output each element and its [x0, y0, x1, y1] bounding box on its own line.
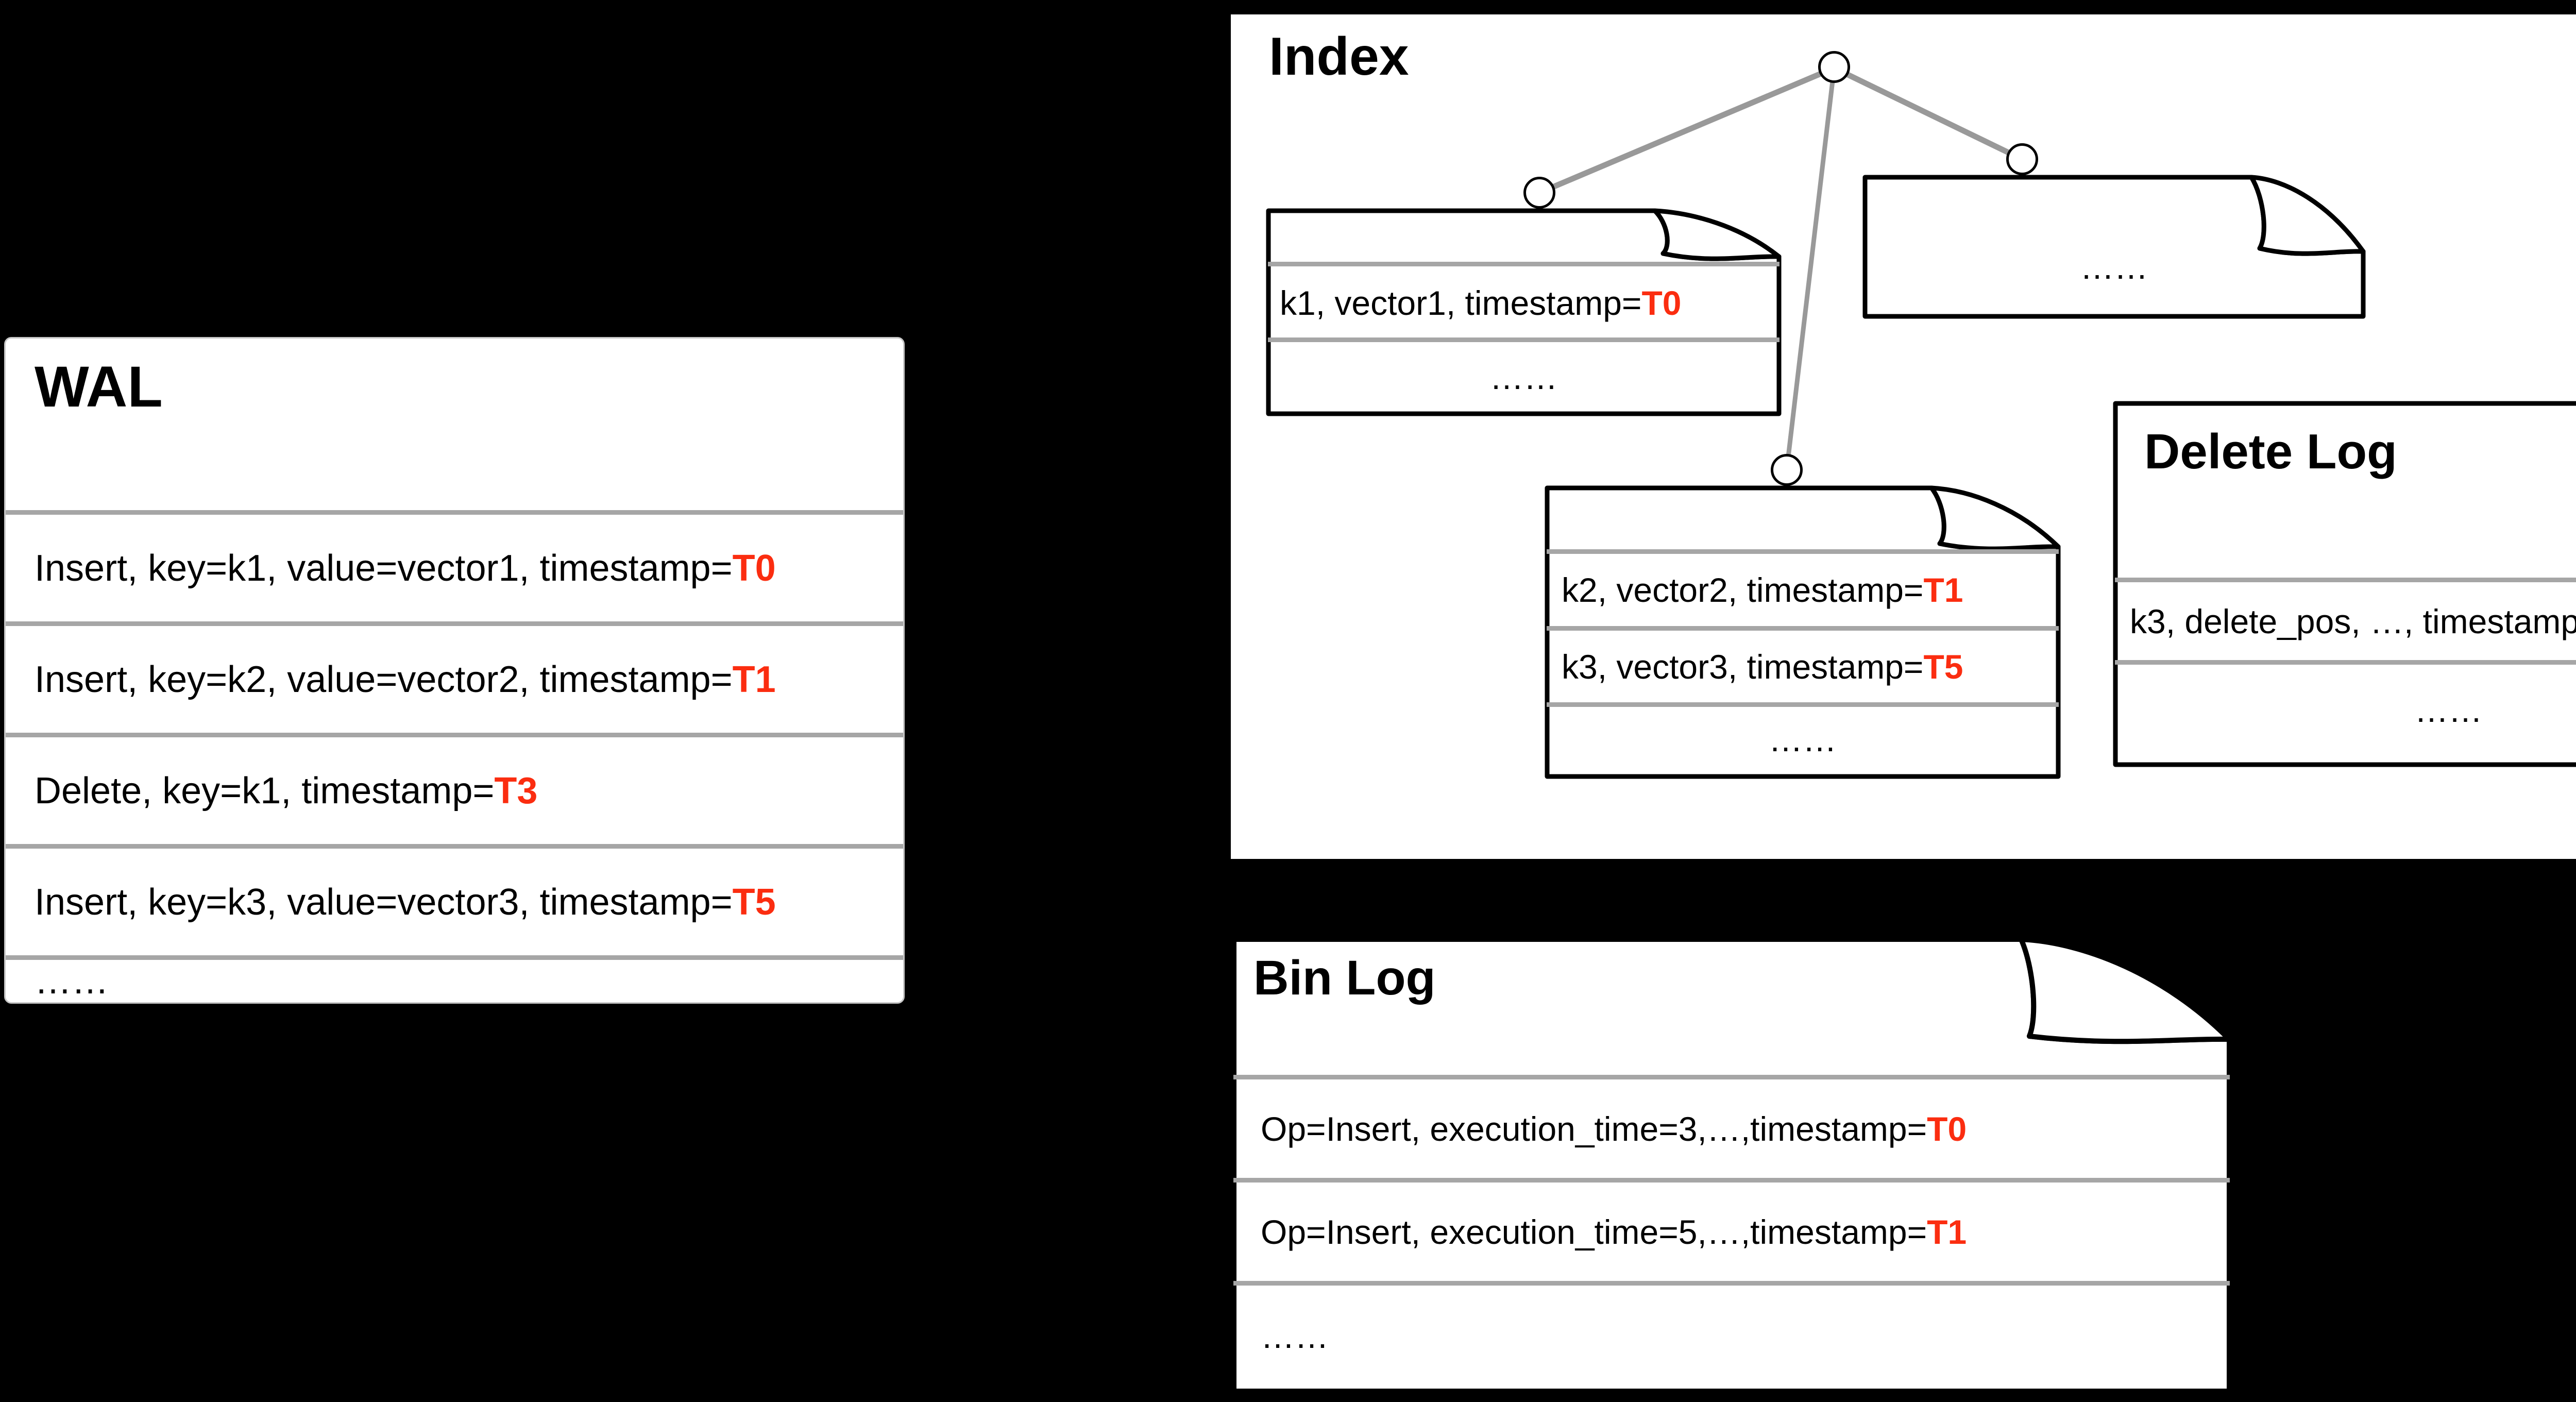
- doc-divider: [1268, 337, 1780, 342]
- ellipsis-text: ……: [1261, 1316, 1329, 1355]
- bin-log-more-row: ……: [1261, 1286, 2227, 1386]
- wal-entry-text: Insert, key=k2, value=vector2, timestamp…: [35, 658, 733, 700]
- segment-more-row: ……: [1544, 707, 2061, 772]
- wal-divider: [6, 955, 903, 960]
- wal-entry-text: Insert, key=k1, value=vector1, timestamp…: [35, 547, 733, 589]
- index-segment-doc-other: ……: [1862, 174, 2366, 319]
- delete-log-more-row: ……: [2112, 665, 2576, 755]
- wal-entry-text: Delete, key=k1, timestamp=: [35, 770, 495, 812]
- timestamp-value: T5: [732, 881, 776, 923]
- tree-node-left: [1523, 177, 1555, 209]
- bin-log-title: Bin Log: [1253, 951, 1436, 1005]
- ellipsis-text: ……: [1769, 720, 1837, 758]
- page-curl: [1652, 208, 1782, 261]
- page-curl: [1929, 485, 2061, 551]
- segment-more-row: ……: [1862, 236, 2366, 298]
- wal-log-entry: Insert, key=k1, value=vector1, timestamp…: [35, 515, 776, 621]
- ellipsis-text: ……: [35, 960, 109, 1002]
- segment-entry-text: k1, vector1, timestamp=: [1280, 284, 1642, 322]
- page-curl: [2249, 175, 2366, 256]
- wal-panel: WAL Insert, key=k1, value=vector1, times…: [4, 337, 905, 1004]
- delete-log-entry: k3, delete_pos, …, timestamp=T3: [2130, 582, 2576, 660]
- page-curl: [2019, 937, 2232, 1044]
- doc-divider: [2115, 578, 2576, 582]
- page-shape: [1231, 937, 2232, 1394]
- bin-log-entry-text: Op=Insert, execution_time=3,…,timestamp=: [1261, 1109, 1927, 1148]
- wal-title: WAL: [35, 354, 163, 419]
- doc-divider: [1233, 1075, 2230, 1079]
- page-shape: [2113, 401, 2576, 767]
- timestamp-value: T0: [732, 547, 776, 589]
- doc-divider: [1547, 626, 2059, 631]
- wal-divider: [6, 621, 903, 626]
- bin-log-doc: Bin Log Op=Insert, execution_time=3,…,ti…: [1231, 936, 2232, 1394]
- timestamp-value: T1: [1927, 1212, 1967, 1251]
- bin-log-entry: Op=Insert, execution_time=5,…,timestamp=…: [1261, 1183, 2227, 1281]
- doc-divider: [1233, 1281, 2230, 1286]
- timestamp-value: T3: [494, 770, 538, 812]
- segment-entry: k1, vector1, timestamp=T0: [1280, 266, 1777, 340]
- wal-divider: [6, 844, 903, 849]
- segment-entry-text: k2, vector2, timestamp=: [1562, 571, 1924, 609]
- ellipsis-text: ……: [1489, 358, 1558, 396]
- doc-divider: [2115, 660, 2576, 665]
- doc-divider: [1547, 549, 2059, 554]
- wal-entry-text: Insert, key=k3, value=vector3, timestamp…: [35, 881, 733, 923]
- doc-divider: [1547, 702, 2059, 707]
- delete-log-title: Delete Log: [2144, 424, 2397, 479]
- ellipsis-text: ……: [2414, 691, 2483, 729]
- doc-divider: [1233, 1178, 2230, 1183]
- page-shape: [1862, 175, 2366, 319]
- wal-divider: [6, 733, 903, 737]
- doc-divider: [1268, 262, 1780, 266]
- wal-log-entry: Insert, key=k3, value=vector3, timestamp…: [35, 849, 776, 955]
- segment-entry: k3, vector3, timestamp=T5: [1562, 631, 2056, 702]
- wal-log-entry: Delete, key=k1, timestamp=T3: [35, 737, 537, 844]
- tree-node-right: [2006, 143, 2038, 175]
- segment-more-row: ……: [1265, 342, 1782, 412]
- index-segment-doc-k2: k2, vector2, timestamp=T1 k3, vector3, t…: [1544, 485, 2061, 780]
- page-shape: [1266, 208, 1782, 416]
- timestamp-value: T0: [1927, 1109, 1967, 1148]
- segment-entry: k2, vector2, timestamp=T1: [1562, 554, 2056, 626]
- delete-log-doc: Delete Log k3, delete_pos, …, timestamp=…: [2112, 400, 2576, 768]
- segment-entry-text: k3, vector3, timestamp=: [1562, 647, 1924, 686]
- timestamp-value: T5: [1923, 647, 1963, 686]
- timestamp-value: T1: [1923, 571, 1963, 609]
- bin-log-entry-text: Op=Insert, execution_time=5,…,timestamp=: [1261, 1212, 1927, 1251]
- timestamp-value: T0: [1641, 284, 1682, 322]
- index-title: Index: [1269, 27, 1409, 87]
- tree-node-middle: [1771, 454, 1803, 486]
- delete-log-entry-text: k3, delete_pos, …, timestamp=: [2130, 602, 2576, 640]
- wal-log-entry: Insert, key=k2, value=vector2, timestamp…: [35, 626, 776, 733]
- ellipsis-text: ……: [2080, 248, 2148, 286]
- tree-node-root: [1818, 51, 1850, 83]
- index-segment-doc-k1: k1, vector1, timestamp=T0 ……: [1265, 208, 1782, 417]
- wal-more-row: ……: [35, 960, 109, 1002]
- bin-log-entry: Op=Insert, execution_time=3,…,timestamp=…: [1261, 1079, 2227, 1178]
- wal-divider: [6, 510, 903, 515]
- timestamp-value: T1: [732, 658, 776, 700]
